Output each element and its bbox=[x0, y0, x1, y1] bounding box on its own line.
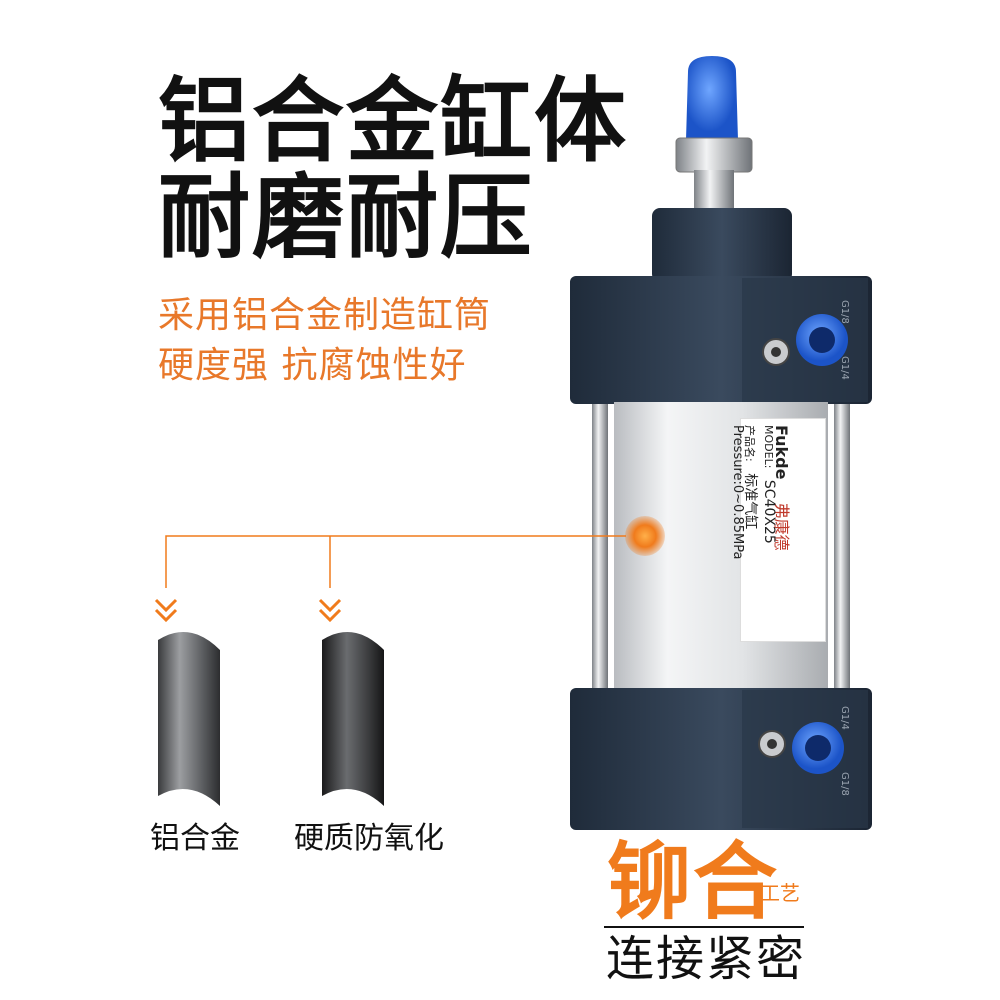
anodized-shell bbox=[322, 632, 384, 806]
product-label: Fukde 弗康德 MODEL: SC40X25 产品名: 标准气缸 Press… bbox=[730, 418, 826, 642]
caption-anodized: 硬质防氧化 bbox=[294, 821, 444, 856]
chevron-down-icon bbox=[318, 598, 342, 613]
process-tagline: 连接紧密 bbox=[606, 931, 807, 987]
rod-cap bbox=[686, 56, 738, 140]
aluminum-shell bbox=[158, 632, 220, 806]
label-pressure: Pressure:0~0.85MPa bbox=[730, 425, 745, 560]
port-label: G1/4 bbox=[839, 356, 850, 380]
tie-rod bbox=[834, 404, 850, 688]
label-model-key: MODEL: bbox=[762, 425, 775, 469]
process-title: 铆合 bbox=[607, 833, 780, 931]
subtitle-line1: 采用铝合金制造缸筒 bbox=[158, 295, 492, 336]
tie-rod bbox=[592, 404, 608, 688]
port-label: G1/4 bbox=[839, 706, 850, 730]
chevron-down-icon bbox=[154, 598, 178, 613]
port-label: G1/8 bbox=[839, 300, 850, 324]
divider-line bbox=[604, 926, 804, 928]
hex-nut bbox=[675, 137, 753, 173]
port-label: G1/8 bbox=[839, 772, 850, 796]
chevron-down-icon bbox=[318, 608, 342, 623]
label-model-value: SC40X25 bbox=[761, 479, 777, 544]
caption-aluminum: 铝合金 bbox=[150, 821, 240, 856]
front-boss bbox=[652, 208, 792, 282]
pointer-dot bbox=[625, 516, 665, 556]
headline-line1: 铝合金缸体 bbox=[158, 68, 629, 175]
headline-line2: 耐磨耐压 bbox=[158, 164, 535, 271]
connector-line bbox=[165, 535, 626, 588]
process-subtitle: 工艺 bbox=[760, 881, 800, 905]
subtitle-line2: 硬度强 抗腐蚀性好 bbox=[158, 345, 467, 386]
chevron-down-icon bbox=[154, 608, 178, 623]
